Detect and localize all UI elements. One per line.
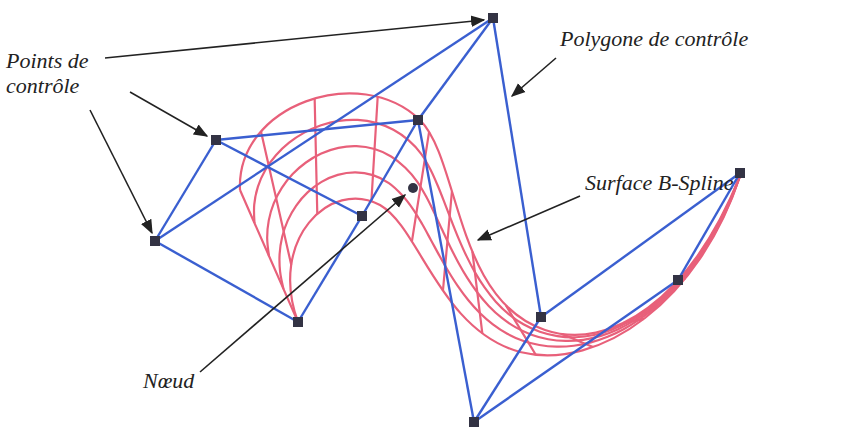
control-polygon: [155, 18, 740, 422]
callout-label: Surface B-Spline: [585, 170, 733, 195]
knot-point: [408, 183, 418, 193]
surface-mesh: [240, 93, 740, 355]
callout-label: Nœud: [143, 368, 194, 393]
leader-lines: [90, 20, 580, 372]
callout-label: Points de contrôle: [6, 48, 106, 98]
callout-label: Polygone de contrôle: [560, 26, 748, 51]
iso-line: [279, 172, 740, 346]
iso-line: [254, 120, 740, 337]
control-points: [150, 13, 745, 427]
